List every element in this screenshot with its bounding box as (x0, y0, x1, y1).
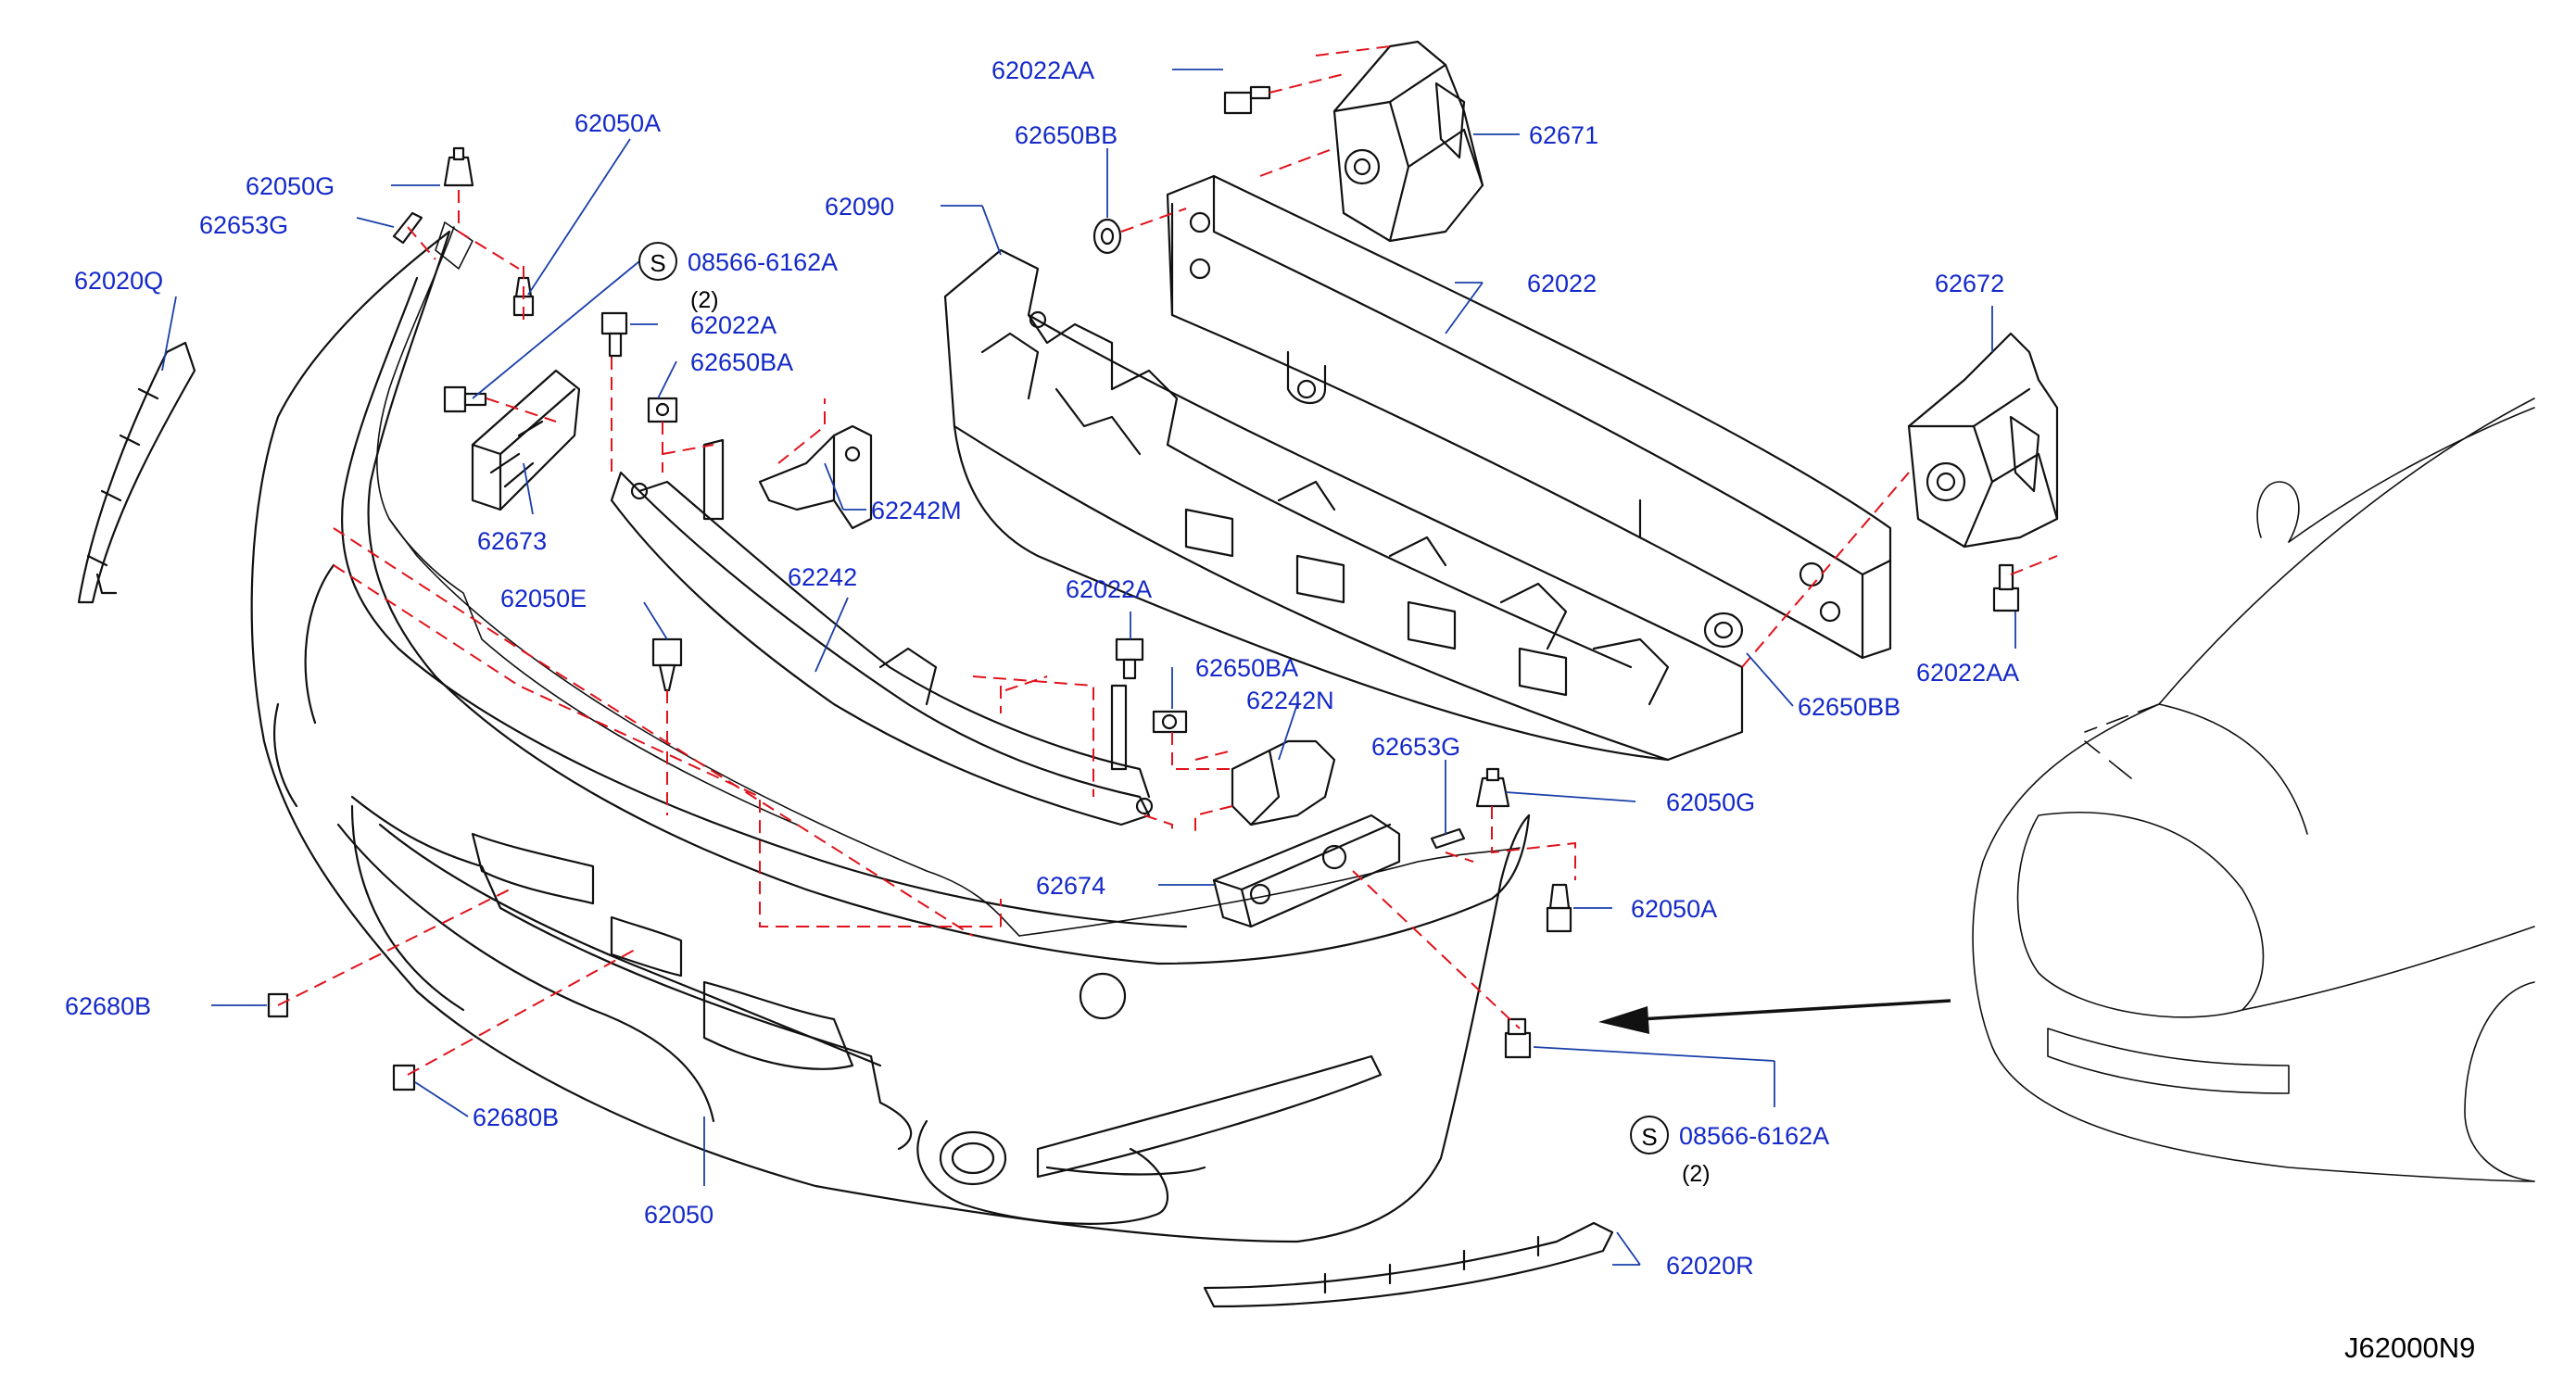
label-62650BA-top: 62650BA (690, 348, 793, 376)
nut-62650BB-right (1703, 612, 1744, 649)
label-62020Q: 62020Q (74, 267, 163, 295)
molding-62020R (1203, 1221, 1614, 1308)
label-08566-top: 08566-6162A (688, 248, 838, 276)
bolt-62022AA-right (1992, 563, 2020, 612)
locator-arrow (1598, 999, 1951, 1034)
label-62050G-top: 62050G (246, 172, 335, 200)
label-62671: 62671 (1529, 121, 1598, 149)
stay-62242 (610, 438, 1154, 826)
label-62022A-mid: 62022A (1066, 575, 1152, 603)
crash-box-62671 (1332, 40, 1484, 243)
bracket-62242N (1231, 739, 1336, 826)
label-62674: 62674 (1036, 872, 1105, 900)
label-62650BB: 62650BB (1015, 121, 1118, 149)
label-62050G-right: 62050G (1666, 788, 1755, 816)
bracket-62673 (471, 369, 581, 511)
bolt-62022A-top (600, 311, 628, 358)
std-part-marker-low: S (1630, 1116, 1669, 1154)
svg-text:S: S (1641, 1123, 1657, 1151)
label-62050A-right: 62050A (1631, 895, 1717, 923)
shim-62653G-right (1430, 827, 1466, 850)
bracket-62674 (1212, 814, 1401, 928)
fasteners (267, 85, 2020, 1091)
clip-62050G-top (443, 146, 474, 187)
part-labels: 62022AA 62650BB 62671 62090 62022 62672 … (65, 57, 2019, 1280)
label-62673: 62673 (477, 527, 547, 555)
crash-box-62672 (1907, 332, 2059, 549)
label-62653G-top: 62653G (199, 211, 288, 239)
label-62680B-low: 62680B (473, 1104, 559, 1131)
clip-62680B-low (392, 1064, 416, 1091)
leader-lines (161, 69, 2016, 1266)
svg-text:S: S (650, 249, 665, 277)
label-62020R: 62020R (1666, 1252, 1754, 1280)
nut-62650BA-top (647, 397, 678, 423)
label-62653G-right: 62653G (1371, 733, 1460, 761)
label-08566-low: 08566-6162A (1679, 1122, 1829, 1150)
label-62022A-top: 62022A (690, 311, 777, 339)
qty-08566-low: (2) (1682, 1161, 1711, 1187)
clip-62050E (651, 637, 683, 692)
label-62090: 62090 (825, 193, 894, 221)
bumper-reinforcement-62022 (1166, 174, 1892, 660)
label-62050E: 62050E (500, 585, 587, 612)
clip-62050A-right (1546, 883, 1572, 933)
fascia-upper-flange (376, 221, 1521, 937)
molding-62020Q (77, 341, 196, 604)
label-62680B-left: 62680B (65, 992, 151, 1020)
label-62650BB-right: 62650BB (1798, 693, 1900, 721)
nut-62650BA-mid (1152, 710, 1188, 734)
bolt-62022A-mid (1115, 637, 1144, 680)
label-62022AA-top: 62022AA (991, 57, 1094, 84)
bolt-62022AA-top (1223, 85, 1271, 115)
bracket-62242M (758, 424, 873, 530)
label-62022: 62022 (1527, 270, 1597, 297)
screw-08566-low (1504, 1017, 1532, 1059)
label-62050A-top: 62050A (575, 109, 661, 137)
qty-08566-top: (2) (690, 287, 719, 313)
label-62672: 62672 (1935, 270, 2004, 297)
screw-08566-top (443, 385, 487, 413)
bumper-fascia (250, 230, 1531, 1243)
label-62050: 62050 (644, 1201, 713, 1229)
label-62242: 62242 (788, 563, 857, 591)
label-62242N: 62242N (1246, 687, 1334, 714)
label-62242M: 62242M (871, 497, 962, 524)
label-62650BA-mid: 62650BA (1195, 654, 1298, 682)
std-part-marker-top: S (638, 242, 677, 281)
diagram-code: J62000N9 (2344, 1331, 2475, 1364)
assembly-dash-lines (277, 45, 2058, 1076)
energy-absorber-62090 (943, 248, 1744, 762)
clip-62050G-right (1475, 767, 1510, 808)
clip-62050A-top (512, 276, 535, 317)
vehicle-locator-sketch (1972, 397, 2535, 1182)
nut-62650BB (1092, 218, 1122, 255)
label-62022AA-right: 62022AA (1916, 659, 2019, 687)
